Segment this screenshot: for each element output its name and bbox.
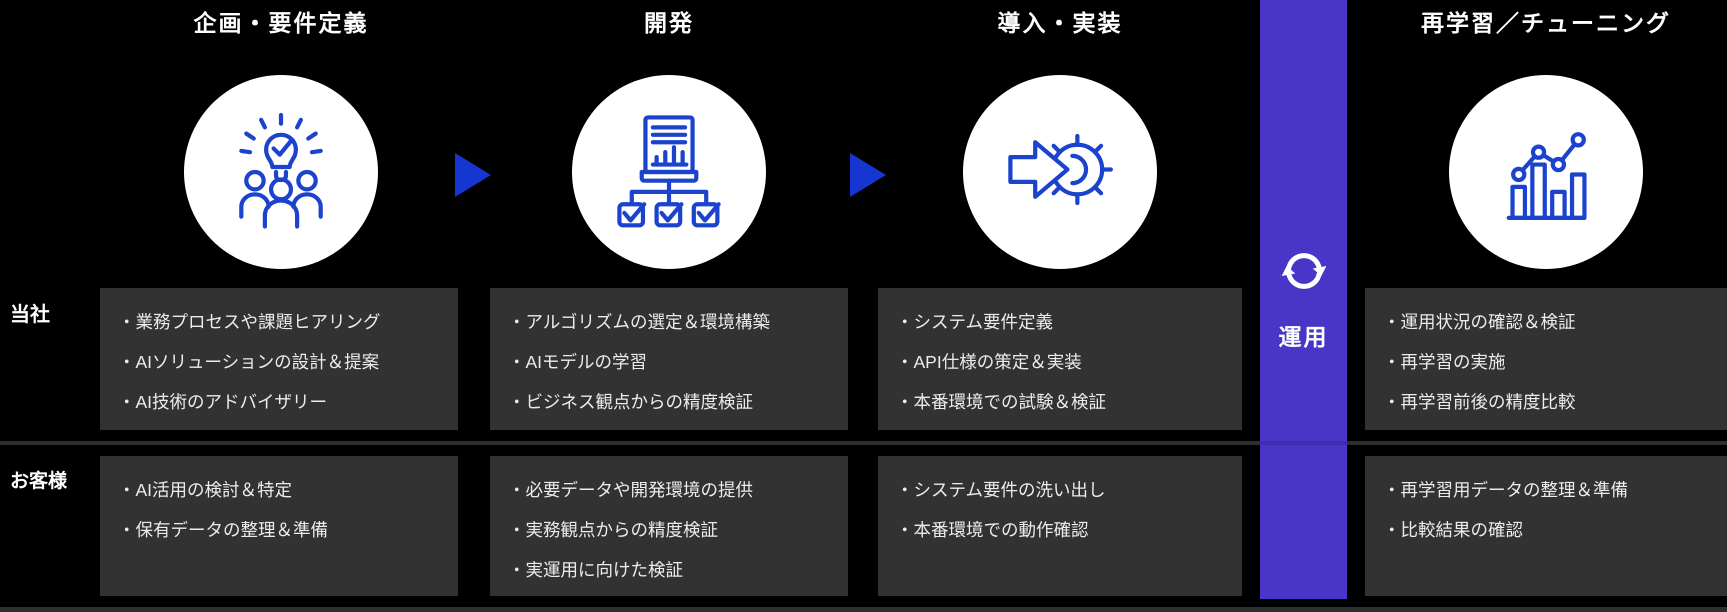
task-item: ・実務観点からの精度検証 xyxy=(508,520,718,540)
stage-circle-2 xyxy=(572,75,766,269)
task-box-customer-2: ・必要データや開発環境の提供・実務観点からの精度検証・実運用に向けた検証 xyxy=(490,456,848,596)
report-checklist-icon xyxy=(607,110,731,234)
task-item: ・AI技術のアドバイザリー xyxy=(118,392,328,412)
triangle-right-icon xyxy=(850,153,886,197)
task-item: ・運用状況の確認＆検証 xyxy=(1383,312,1576,332)
task-item: ・業務プロセスや課題ヒアリング xyxy=(118,312,381,332)
stage-title-2: 開発 xyxy=(644,10,694,36)
stage-circle-3 xyxy=(963,75,1157,269)
task-item: ・本番環境での試験＆検証 xyxy=(896,392,1106,412)
stage-circle-4 xyxy=(1449,75,1643,269)
triangle-right-icon xyxy=(455,153,491,197)
task-item: ・実運用に向けた検証 xyxy=(508,560,683,580)
task-item: ・ビジネス観点からの精度検証 xyxy=(508,392,753,412)
stage-title-4: 再学習／チューニング xyxy=(1421,10,1671,36)
task-item: ・AI活用の検討＆特定 xyxy=(118,480,293,500)
task-item: ・保有データの整理＆準備 xyxy=(118,520,328,540)
task-box-customer-4: ・再学習用データの整理＆準備・比較結果の確認 xyxy=(1365,456,1727,596)
task-item: ・比較結果の確認 xyxy=(1383,520,1523,540)
task-item: ・システム要件定義 xyxy=(896,312,1053,332)
row-divider xyxy=(0,441,1727,445)
task-item: ・再学習の実施 xyxy=(1383,352,1506,372)
task-item: ・AIソリューションの設計＆提案 xyxy=(118,352,380,372)
task-item: ・API仕様の策定＆実装 xyxy=(896,352,1082,372)
refresh-icon xyxy=(1273,240,1335,302)
analytics-chart-icon xyxy=(1484,110,1608,234)
task-box-customer-1: ・AI活用の検討＆特定・保有データの整理＆準備 xyxy=(100,456,458,596)
stage-title-1: 企画・要件定義 xyxy=(193,10,369,36)
stage-title-3: 導入・実装 xyxy=(997,10,1123,36)
band-seam xyxy=(1260,441,1347,445)
task-box-our_company-3: ・システム要件定義・API仕様の策定＆実装・本番環境での試験＆検証 xyxy=(878,288,1242,430)
row-label-customer: お客様 xyxy=(10,471,68,492)
task-item: ・必要データや開発環境の提供 xyxy=(508,480,753,500)
row-label-our-company: 当社 xyxy=(10,304,50,326)
task-item: ・再学習前後の精度比較 xyxy=(1383,392,1576,412)
task-box-our_company-2: ・アルゴリズムの選定＆環境構築・AIモデルの学習・ビジネス観点からの精度検証 xyxy=(490,288,848,430)
task-item: ・システム要件の洗い出し xyxy=(896,480,1106,500)
task-item: ・アルゴリズムの選定＆環境構築 xyxy=(508,312,770,332)
task-item: ・AIモデルの学習 xyxy=(508,352,648,372)
task-item: ・本番環境での動作確認 xyxy=(896,520,1089,540)
deploy-gear-icon xyxy=(998,110,1122,234)
bottom-border xyxy=(0,607,1727,612)
task-item: ・再学習用データの整理＆準備 xyxy=(1383,480,1628,500)
operation-band-label: 運用 xyxy=(1278,324,1329,350)
task-box-customer-3: ・システム要件の洗い出し・本番環境での動作確認 xyxy=(878,456,1242,596)
operation-band: 運用 xyxy=(1260,0,1347,599)
task-box-our_company-4: ・運用状況の確認＆検証・再学習の実施・再学習前後の精度比較 xyxy=(1365,288,1727,430)
idea-team-icon xyxy=(219,110,343,234)
stage-circle-1 xyxy=(184,75,378,269)
task-box-our_company-1: ・業務プロセスや課題ヒアリング・AIソリューションの設計＆提案・AI技術のアドバ… xyxy=(100,288,458,430)
